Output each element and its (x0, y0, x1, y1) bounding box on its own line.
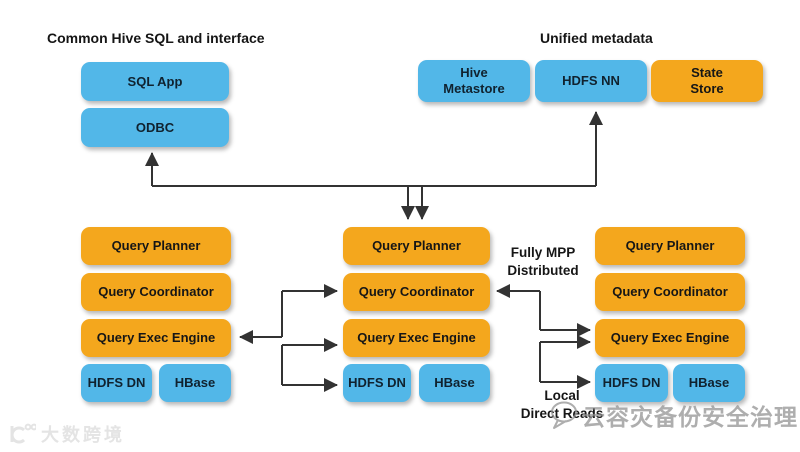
center-hbase-box: HBase (419, 364, 490, 402)
center-query-coordinator-box: Query Coordinator (343, 273, 490, 311)
right-hbase-box: HBase (673, 364, 745, 402)
state-store-box: State Store (651, 60, 763, 102)
center-watermark-text: 云容灾备份安全治理 (582, 404, 798, 430)
local-direct-reads-label: Local Direct Reads (520, 388, 604, 421)
center-query-planner-box: Query Planner (343, 227, 490, 265)
left-query-exec-engine-box: Query Exec Engine (81, 319, 231, 357)
hive-metastore-box: Hive Metastore (418, 60, 530, 102)
right-query-coordinator-box: Query Coordinator (595, 273, 745, 311)
left-query-coordinator-box: Query Coordinator (81, 273, 231, 311)
left-hdfs-dn-box: HDFS DN (81, 364, 152, 402)
left-query-planner-box: Query Planner (81, 227, 231, 265)
right-hdfs-dn-box: HDFS DN (595, 364, 668, 402)
left-hbase-box: HBase (159, 364, 231, 402)
right-query-planner-box: Query Planner (595, 227, 745, 265)
dashukuajing-logo-icon (10, 423, 36, 444)
fully-mpp-distributed-label: Fully MPP Distributed (507, 245, 579, 278)
hdfs-nn-box: HDFS NN (535, 60, 647, 102)
center-query-exec-engine-box: Query Exec Engine (343, 319, 490, 357)
center-watermark: 云容灾备份安全治理 (548, 398, 798, 432)
sql-app-box: SQL App (81, 62, 229, 101)
center-hdfs-dn-box: HDFS DN (343, 364, 411, 402)
speech-bubble-icon (551, 401, 577, 429)
right-query-exec-engine-box: Query Exec Engine (595, 319, 745, 357)
odbc-box: ODBC (81, 108, 229, 147)
bottom-left-watermark-text: 大数跨境 (41, 425, 125, 445)
section-title-common-hive: Common Hive SQL and interface (47, 30, 265, 46)
bottom-left-watermark: 大数跨境 (6, 421, 125, 447)
section-title-unified-metadata: Unified metadata (540, 30, 653, 46)
